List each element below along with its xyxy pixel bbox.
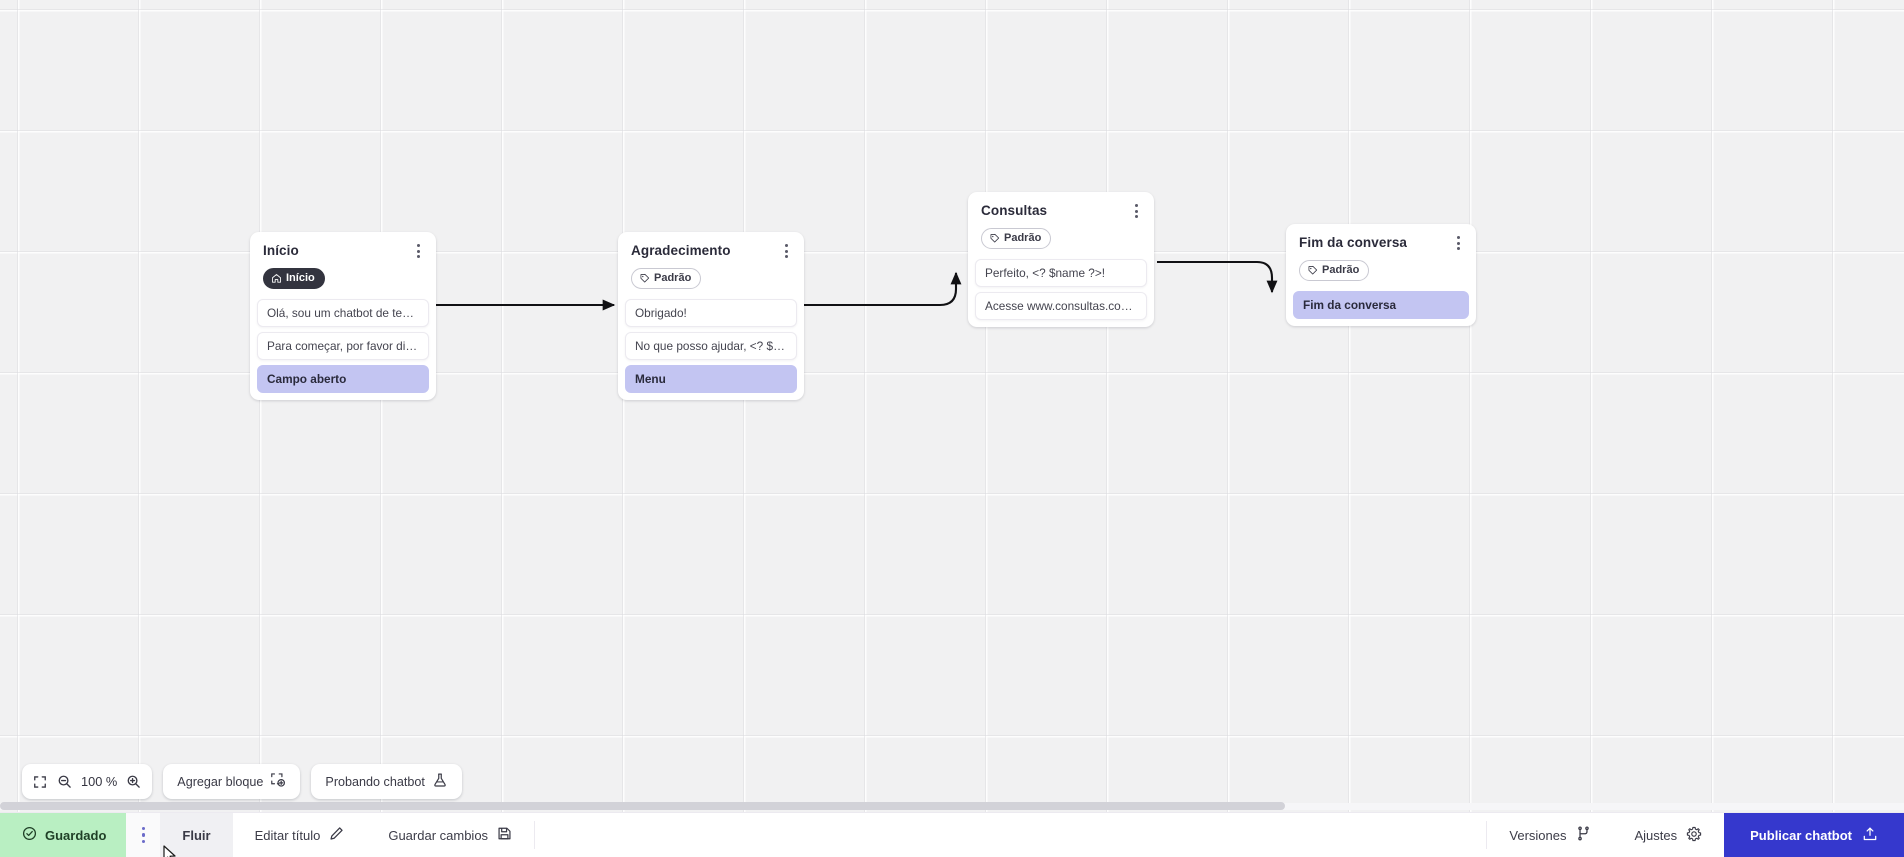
node-title: Fim da conversa (1299, 235, 1408, 250)
tag-icon (1307, 265, 1318, 276)
saved-label: Guardado (45, 827, 107, 843)
node-body: Olá, sou um chatbot de teste! Para começ… (250, 299, 436, 400)
node-agradecimento[interactable]: Agradecimento Padrão Obrigado! No q (618, 232, 804, 401)
node-body: Perfeito, <? $name ?>! Acesse www.consul… (968, 259, 1154, 327)
add-block-group: Agregar bloque (163, 764, 301, 799)
node-badge-label: Início (286, 271, 315, 284)
flask-icon (432, 772, 448, 792)
canvas-horizontal-scrollbar[interactable] (0, 801, 1904, 810)
statusbar-divider (1486, 821, 1488, 849)
node-kebab-menu-icon[interactable] (777, 241, 795, 261)
node-row[interactable]: Acesse www.consultas.com par... (975, 292, 1147, 321)
versions-label: Versiones (1509, 827, 1567, 843)
settings-button[interactable]: Ajustes (1613, 813, 1725, 857)
node-badge-label: Padrão (654, 271, 692, 284)
node-row[interactable]: Obrigado! (625, 299, 797, 328)
node-title: Agradecimento (631, 243, 731, 258)
bottom-status-bar: Guardado Fluir Editar título Guardar cam… (0, 812, 1904, 857)
publish-chatbot-button[interactable]: Publicar chatbot (1724, 813, 1904, 857)
node-badge-padrao[interactable]: Padrão (631, 267, 702, 290)
node-kebab-menu-icon[interactable] (1127, 201, 1145, 221)
branch-icon (1576, 826, 1591, 844)
node-badge-padrao[interactable]: Padrão (1299, 259, 1370, 282)
node-kebab-menu-icon[interactable] (409, 241, 427, 261)
statusbar-divider (534, 821, 536, 849)
node-consultas[interactable]: Consultas Padrão Perfeito, <? $name ?>! (968, 192, 1154, 328)
upload-icon (1862, 826, 1878, 845)
edge-agradecimento-consultas (802, 271, 962, 307)
pencil-icon (329, 826, 344, 844)
canvas-toolbar: 100 % Agregar bloque (22, 764, 462, 799)
test-chatbot-label: Probando chatbot (325, 774, 425, 789)
node-header: Fim da conversa Padrão (1286, 224, 1476, 291)
node-header: Consultas Padrão (968, 192, 1154, 259)
edit-title-button[interactable]: Editar título (233, 813, 367, 857)
publish-label: Publicar chatbot (1750, 827, 1852, 843)
kebab-menu-icon[interactable] (126, 813, 161, 857)
edge-consultas-fim (1157, 260, 1278, 294)
node-badge-inicio[interactable]: Início (263, 267, 325, 290)
gear-icon (1686, 826, 1702, 845)
tag-icon (639, 273, 650, 284)
flow-canvas[interactable]: Início Início Olá, sou um chatbot de tes… (0, 0, 1904, 812)
node-inicio[interactable]: Início Início Olá, sou um chatbot de tes… (250, 232, 436, 401)
add-block-label: Agregar bloque (177, 774, 264, 789)
node-row[interactable]: Para começar, por favor digite o ... (257, 332, 429, 361)
node-header: Agradecimento Padrão (618, 232, 804, 299)
check-circle-icon (22, 826, 37, 844)
node-row[interactable]: No que posso ajudar, <? $name ... (625, 332, 797, 361)
fit-screen-icon[interactable] (28, 764, 52, 799)
node-body: Fim da conversa (1286, 291, 1476, 326)
tab-fluir-label: Fluir (182, 827, 211, 843)
zoom-controls-group: 100 % (22, 764, 153, 799)
add-block-button[interactable]: Agregar bloque (169, 764, 294, 799)
node-row-highlight[interactable]: Campo aberto (257, 365, 429, 394)
node-title: Início (263, 243, 299, 258)
home-icon (271, 273, 282, 284)
zoom-out-icon[interactable] (52, 764, 77, 799)
save-changes-label: Guardar cambios (388, 827, 489, 843)
zoom-level-label[interactable]: 100 % (81, 774, 118, 789)
node-row[interactable]: Olá, sou um chatbot de teste! (257, 299, 429, 328)
zoom-in-icon[interactable] (121, 764, 146, 799)
test-chatbot-group: Probando chatbot (311, 764, 462, 799)
save-disk-icon (497, 826, 512, 844)
tab-fluir[interactable]: Fluir (160, 813, 233, 857)
scrollbar-thumb[interactable] (0, 802, 1285, 810)
node-body: Obrigado! No que posso ajudar, <? $name … (618, 299, 804, 400)
settings-label: Ajustes (1634, 827, 1678, 843)
node-badge-label: Padrão (1004, 231, 1042, 244)
statusbar-spacer (535, 813, 1486, 857)
connector-edges (435, 260, 1278, 311)
node-badge-label: Padrão (1322, 263, 1360, 276)
add-block-icon (270, 772, 286, 791)
node-row[interactable]: Perfeito, <? $name ?>! (975, 259, 1147, 288)
node-badge-padrao[interactable]: Padrão (981, 227, 1052, 250)
saved-status-badge: Guardado (0, 813, 127, 857)
node-row-highlight[interactable]: Menu (625, 365, 797, 394)
node-fim-da-conversa[interactable]: Fim da conversa Padrão Fim da conversa (1286, 224, 1476, 327)
edit-title-label: Editar título (254, 827, 321, 843)
node-kebab-menu-icon[interactable] (1449, 233, 1467, 253)
node-header: Início Início (250, 232, 436, 299)
save-changes-button[interactable]: Guardar cambios (366, 813, 534, 857)
node-title: Consultas (981, 203, 1048, 218)
tag-icon (989, 233, 1000, 244)
node-row-highlight[interactable]: Fim da conversa (1293, 291, 1469, 320)
test-chatbot-button[interactable]: Probando chatbot (317, 764, 455, 799)
versions-button[interactable]: Versiones (1487, 813, 1612, 857)
